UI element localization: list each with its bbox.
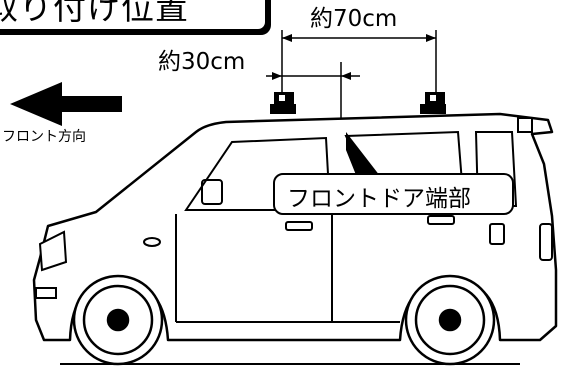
front-direction-label: フロント方向: [2, 129, 86, 145]
title-box: 取り付け位置: [0, 0, 268, 32]
callout-box: フロントドア端部: [273, 173, 514, 215]
rear-details: [517, 117, 553, 261]
rear-wheel: [404, 274, 496, 366]
front-offset-label: 約30cm: [158, 49, 246, 75]
diagram-title: 取り付け位置: [0, 0, 189, 27]
rack-spacing-label: 約70cm: [310, 6, 398, 32]
rear-rack-foot: [420, 92, 446, 114]
front-details: [35, 230, 161, 299]
door-lines: [175, 179, 505, 323]
front-rack-foot: [270, 92, 296, 114]
dimension-line-70: [281, 30, 437, 92]
front-wheel: [72, 274, 164, 366]
front-direction-arrow: [10, 82, 122, 126]
callout-label: フロントドア端部: [287, 186, 471, 212]
